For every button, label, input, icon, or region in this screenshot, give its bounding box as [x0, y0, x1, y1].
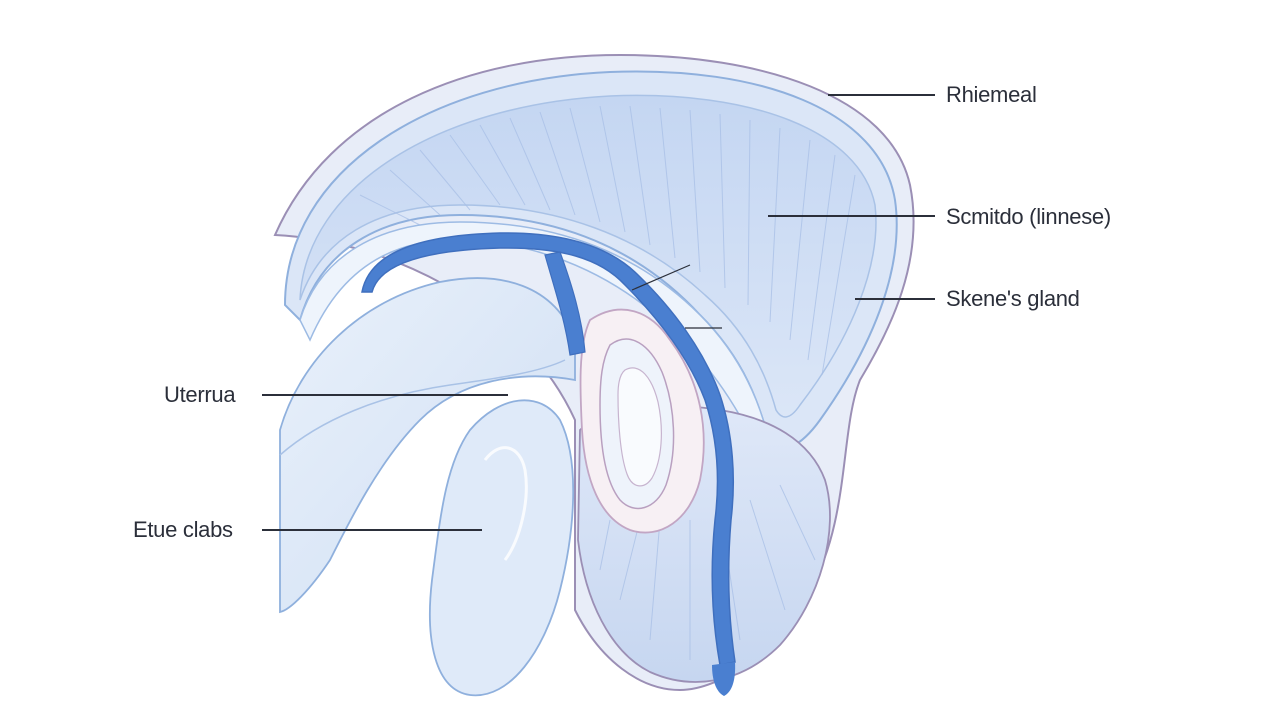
lower-bulb	[429, 399, 575, 697]
lower-bulb-highlight	[483, 446, 528, 561]
blue-vessel-branch	[544, 251, 586, 356]
left-tube	[279, 277, 576, 614]
leader-lines	[262, 94, 935, 531]
fiber-striations	[359, 105, 856, 376]
blue-vessel-tip	[712, 662, 736, 696]
fundus-inner	[299, 94, 877, 418]
label-mid-right: Scmitdo (linnese)	[946, 204, 1111, 229]
label-top-right: Rhiemeal	[946, 82, 1037, 107]
label-left-upper: Uterrua	[164, 382, 236, 407]
left-tube-inner-edge	[279, 359, 566, 456]
blue-vessel	[361, 232, 736, 666]
label-left-lower: Etue clabs	[133, 517, 233, 542]
inner-leader-a	[631, 264, 691, 291]
label-lower-right: Skene's gland	[946, 286, 1080, 311]
central-canal-core	[617, 367, 662, 487]
